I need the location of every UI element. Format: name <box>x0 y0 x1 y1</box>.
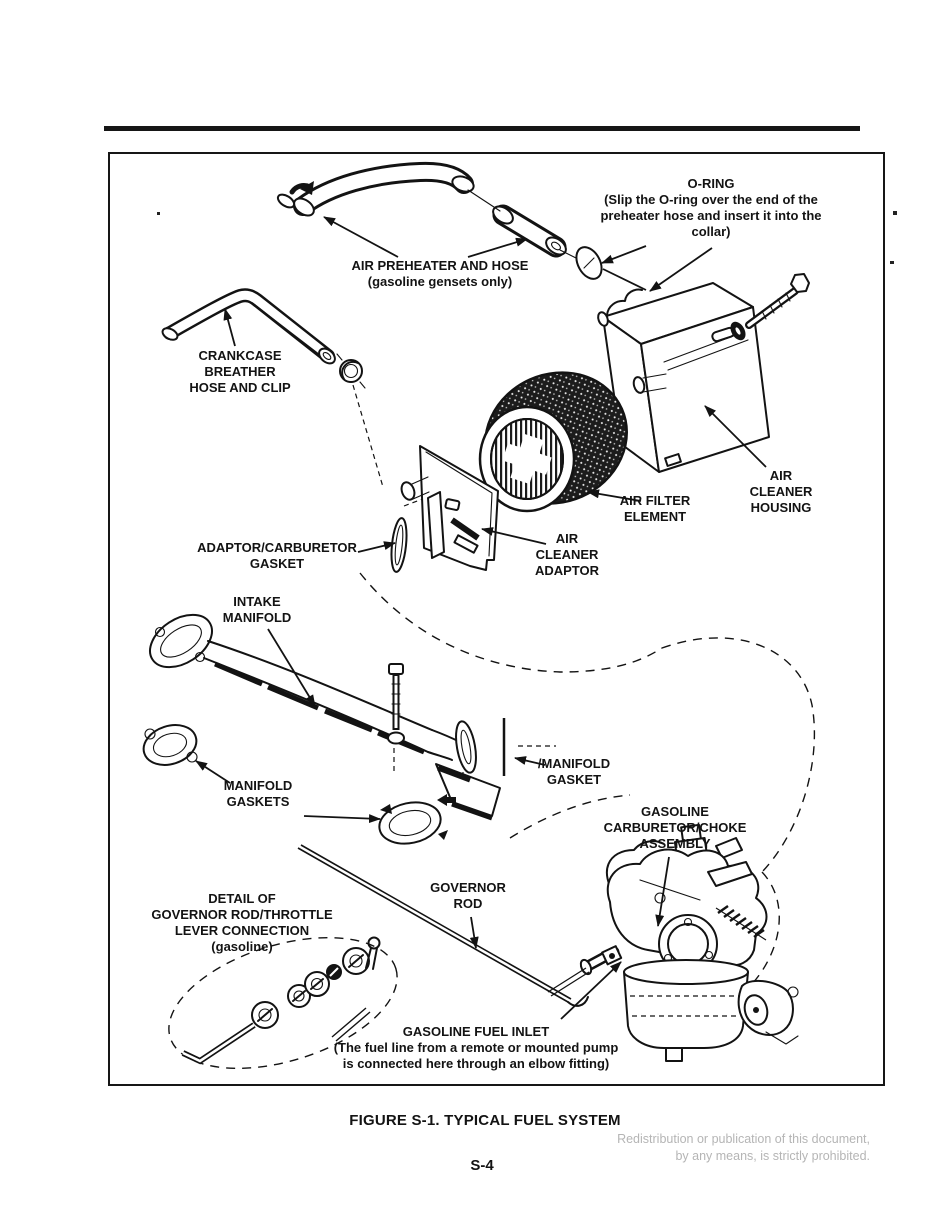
label-manifold-gasket: /MANIFOLD GASKET <box>537 756 611 787</box>
scan-speckle <box>890 261 894 264</box>
scan-speckle <box>893 211 897 215</box>
air-cleaner-housing-drawing <box>597 273 810 473</box>
label-air-cleaner-adaptor: AIR CLEANER ADAPTOR <box>534 531 600 578</box>
label-intake-manifold: INTAKE MANIFOLD <box>222 594 292 625</box>
label-crankcase-breather: CRANKCASE BREATHER HOSE AND CLIP <box>189 348 291 395</box>
carburetor-assembly-drawing <box>547 823 799 1062</box>
label-air-filter-element: AIR FILTER ELEMENT <box>619 493 691 524</box>
label-adaptor-carburetor-gasket: ADAPTOR/CARBURETOR GASKET <box>197 540 357 571</box>
label-manifold-gaskets: MANIFOLD GASKETS <box>223 778 293 809</box>
air-preheater-hose-drawing <box>276 161 579 260</box>
label-governor-rod: GOVERNOR ROD <box>430 880 506 911</box>
label-detail-governor-rod: DETAIL OF GOVERNOR ROD/THROTTLE LEVER CO… <box>151 891 333 954</box>
air-filter-element-drawing <box>478 371 628 513</box>
leader-arrows <box>195 216 767 1020</box>
air-cleaner-adaptor-drawing <box>390 445 499 573</box>
figure-caption: FIGURE S-1. TYPICAL FUEL SYSTEM <box>349 1112 621 1129</box>
crankcase-breather-hose-drawing <box>161 288 366 389</box>
label-gasoline-fuel-inlet: GASOLINE FUEL INLET (The fuel line from … <box>333 1024 619 1071</box>
intake-manifold-drawing <box>142 613 506 845</box>
header-rule <box>104 126 860 131</box>
governor-rod-drawing <box>297 844 589 1042</box>
governor-linkage-detail-drawing <box>168 936 398 1070</box>
watermark-text: Redistribution or publication of this do… <box>617 1132 870 1163</box>
label-air-cleaner-housing: AIR CLEANER HOUSING <box>749 468 813 515</box>
scan-speckle <box>157 212 160 215</box>
label-gasoline-carburetor: GASOLINE CARBURETOR/CHOKE ASSEMBLY <box>603 804 747 851</box>
o-ring-drawing <box>575 246 647 291</box>
page-number: S-4 <box>470 1157 494 1174</box>
label-air-preheater-hose: AIR PREHEATER AND HOSE (gasoline gensets… <box>351 258 529 289</box>
label-o-ring: O-RING (Slip the O-ring over the end of … <box>600 176 822 239</box>
